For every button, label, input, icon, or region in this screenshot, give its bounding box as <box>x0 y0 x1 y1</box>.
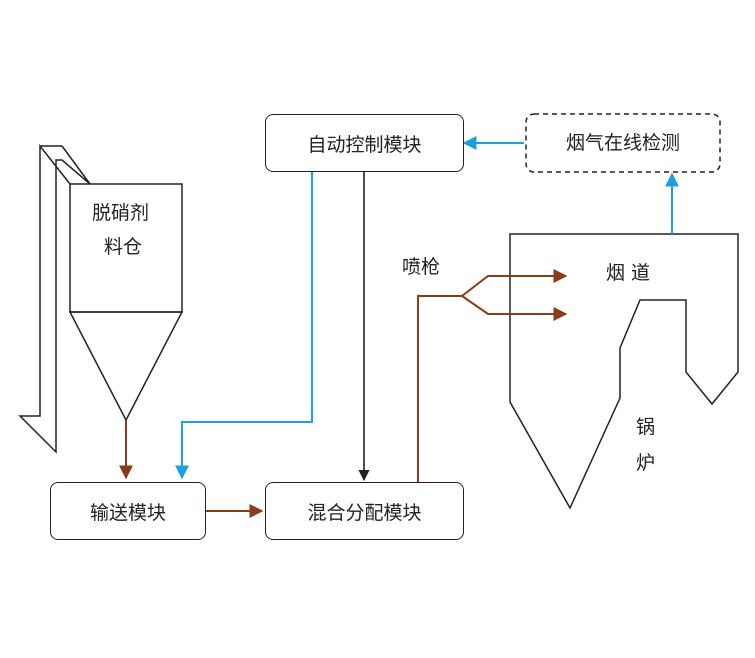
silo-cone <box>68 311 184 422</box>
boiler-label-line2: 炉 <box>636 452 656 474</box>
monitor-label: 烟气在线检测 <box>565 132 680 154</box>
silo-label-line1: 脱硝剂 <box>92 202 150 224</box>
monitor-box-border <box>525 113 721 173</box>
convey-module-box: 输送模块 <box>50 482 206 540</box>
convey-module-label: 输送模块 <box>89 501 166 524</box>
boiler-label-line1: 锅 <box>636 416 656 438</box>
flue-label: 烟 道 <box>606 262 651 284</box>
monitor-label-wrap: 烟气在线检测 <box>526 132 720 154</box>
silo <box>68 183 184 422</box>
mix-module-label: 混合分配模块 <box>307 501 422 524</box>
mix-module-box: 混合分配模块 <box>265 482 464 540</box>
spray-gun-label: 喷枪 <box>402 256 441 278</box>
control-module-label: 自动控制模块 <box>307 133 422 156</box>
elevator-pipe <box>18 143 91 454</box>
control-module-box: 自动控制模块 <box>265 114 464 172</box>
silo-label-line2: 料仓 <box>104 236 143 258</box>
mix-to-gun-line <box>417 269 568 482</box>
boiler <box>509 233 739 510</box>
control-to-convey-signal <box>175 172 313 480</box>
